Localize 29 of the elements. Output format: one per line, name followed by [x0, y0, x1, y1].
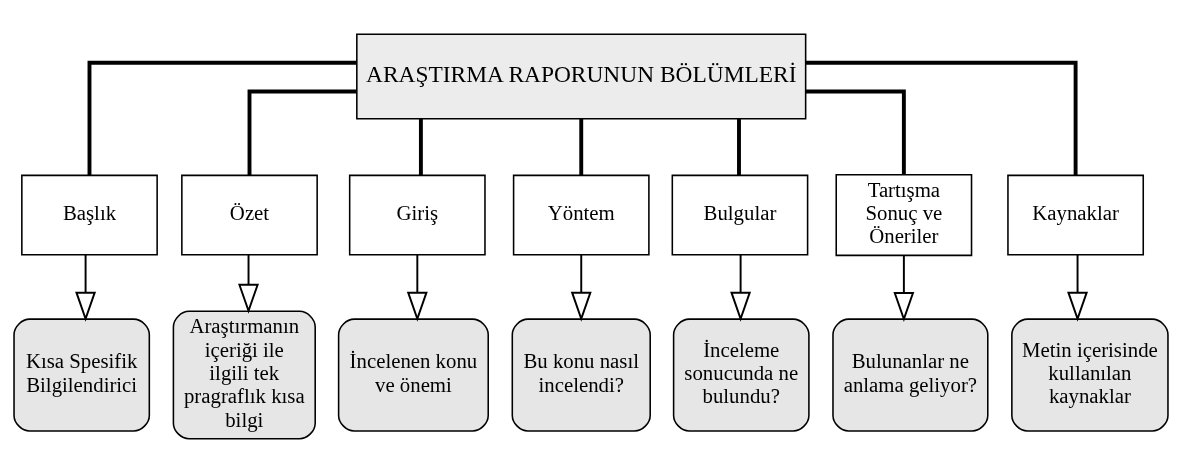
node-box: İncelenen konu ve önemi	[337, 317, 489, 432]
node-box: İnceleme sonucunda ne bulundu?	[672, 317, 810, 432]
node-box: Kaynaklar	[1007, 174, 1145, 255]
arrow	[1067, 253, 1089, 322]
connector	[418, 118, 423, 175]
connector	[805, 89, 906, 175]
node-box: Bulunanlar ne anlama geliyor?	[832, 317, 989, 432]
node-box: Bulgular	[671, 174, 809, 255]
connector	[579, 118, 584, 175]
arrow	[75, 253, 97, 322]
connector	[806, 60, 1078, 175]
node-box: Metin içerisinde kullanılan kaynaklar	[1011, 317, 1169, 432]
connector	[87, 60, 357, 175]
node-box: Yöntem	[512, 174, 650, 255]
connector	[247, 89, 357, 175]
node-box: Araştırmanın içeriği ile ilgili tek pragraflık kısa bilgi	[172, 310, 316, 440]
arrow	[730, 253, 752, 322]
arrow	[238, 253, 259, 314]
node-box: ARAŞTIRMA RAPORUNUN BÖLÜMLERİ	[356, 32, 807, 120]
node-box: Bu konu nasıl incelendi?	[511, 317, 651, 432]
node-box: Özet	[181, 174, 318, 255]
node-box: Tartışma Sonuç ve Öneriler	[835, 173, 973, 256]
arrow	[893, 253, 915, 322]
arrow	[570, 253, 592, 322]
node-box: Kısa Spesifik Bilgilendirici	[13, 317, 151, 432]
node-box: Başlık	[21, 174, 158, 255]
connector	[737, 118, 741, 175]
node-box: Giriş	[348, 174, 486, 255]
arrow	[406, 253, 428, 322]
